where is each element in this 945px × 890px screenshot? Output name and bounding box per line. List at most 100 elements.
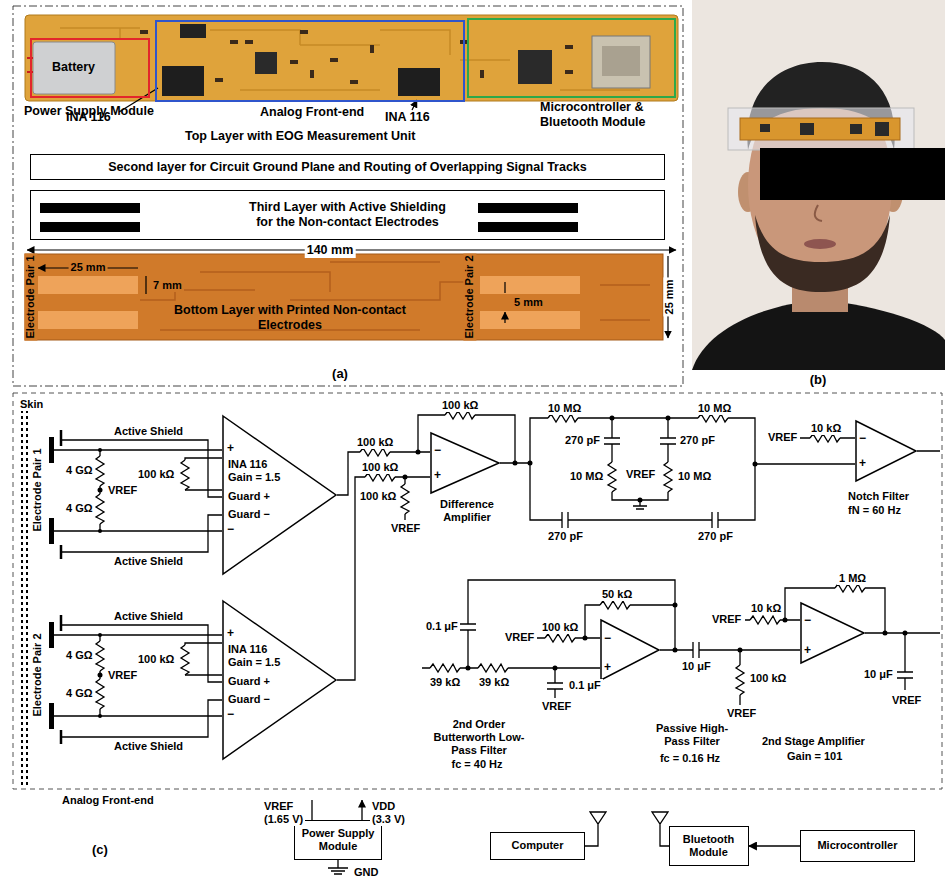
layer-text: Second layer for Circuit Ground Plane an… bbox=[108, 160, 587, 175]
resistor-value: 100 kΩ bbox=[136, 653, 176, 666]
dimension-label: 7 mm bbox=[151, 279, 184, 292]
headband-pcb bbox=[740, 118, 900, 140]
resistor-value: 4 GΩ bbox=[64, 649, 95, 662]
stage-name: Notch Filter bbox=[846, 490, 911, 503]
resistor-symbol bbox=[365, 473, 395, 481]
reference-voltage: VDD bbox=[370, 800, 397, 813]
electrode-pad bbox=[480, 276, 580, 294]
reference-voltage: VREF bbox=[503, 631, 536, 644]
stage-name: 2nd Stage Amplifier bbox=[760, 735, 867, 748]
battery-label: Battery bbox=[52, 60, 95, 75]
capacitor-value: 270 pF bbox=[696, 530, 735, 543]
nose bbox=[815, 205, 822, 221]
section-label: Analog Front-end bbox=[60, 794, 156, 807]
microcontroller-chip bbox=[518, 50, 552, 84]
process-box: Bluetooth Module bbox=[669, 826, 749, 866]
guard-pin: Guard + bbox=[228, 490, 270, 503]
wire bbox=[422, 580, 693, 698]
analog-front-end-region: Analog Front-end bbox=[155, 20, 465, 102]
process-box: Power Supply Module bbox=[294, 820, 382, 860]
smd-part bbox=[140, 30, 573, 84]
resistor-value: 1 MΩ bbox=[837, 572, 868, 585]
capacitor-value: 10 μF bbox=[862, 668, 895, 681]
resistor-symbol bbox=[545, 634, 575, 642]
reference-voltage: VREF bbox=[725, 707, 758, 720]
supply-voltage: (1.65 V) bbox=[262, 813, 305, 826]
resistor-symbol bbox=[835, 584, 865, 592]
dimension-label: 25 mm bbox=[69, 261, 108, 274]
process-box: Computer bbox=[490, 832, 585, 860]
wire bbox=[693, 588, 940, 705]
resistor-value: 10 kΩ bbox=[749, 602, 783, 615]
amplifier-symbol bbox=[431, 433, 499, 493]
layer-box: Second layer for Circuit Ground Plane an… bbox=[30, 154, 665, 180]
shield-label: Active Shield bbox=[112, 425, 185, 438]
resistor-symbol bbox=[600, 601, 630, 609]
resistor-value: 10 MΩ bbox=[546, 402, 583, 415]
resistor-symbol bbox=[478, 664, 508, 672]
resistor-value: 100 kΩ bbox=[136, 468, 176, 481]
process-box: Microcontroller bbox=[800, 830, 915, 862]
chip bbox=[162, 66, 204, 96]
amplifier-symbol bbox=[223, 601, 336, 759]
capacitor-value: 0.1 μF bbox=[424, 620, 460, 633]
shield-layer-pad bbox=[40, 222, 140, 232]
panel-letter: (c) bbox=[92, 842, 108, 858]
amplifier-outline bbox=[430, 432, 500, 494]
box-text: Microcontroller bbox=[817, 839, 897, 852]
chip bbox=[180, 24, 206, 38]
dimension-label: 25 mm bbox=[663, 278, 676, 317]
battery bbox=[33, 42, 115, 94]
reference-voltage: VREF bbox=[624, 468, 657, 481]
resistor-symbol bbox=[698, 414, 728, 422]
resistor-value: 10 MΩ bbox=[676, 470, 713, 483]
layer-label: Top Layer with EOG Measurement Unit bbox=[185, 129, 415, 144]
resistor-value: 4 GΩ bbox=[64, 502, 95, 515]
electrode-pair-circuit bbox=[49, 615, 222, 744]
input-sign: + bbox=[859, 456, 866, 470]
shield-label: Active Shield bbox=[112, 740, 185, 753]
resistor-value: 10 MΩ bbox=[696, 402, 733, 415]
part-label: INA 116 bbox=[385, 110, 430, 125]
electrode-label: Electrode Pair 2 bbox=[31, 631, 44, 718]
dimension-label: 140 mm bbox=[305, 243, 356, 258]
part-label: INA 116 bbox=[66, 110, 111, 125]
layer-label: Bottom Layer with Printed Non-contact El… bbox=[165, 303, 415, 333]
resistor-value: 100 kΩ bbox=[355, 436, 395, 449]
resistor-symbol bbox=[401, 484, 409, 514]
junction-dot bbox=[466, 603, 678, 671]
reference-voltage: VREF bbox=[262, 800, 295, 813]
resistor-value: 100 kΩ bbox=[748, 672, 788, 685]
module-label: Microcontroller & Bluetooth Module bbox=[540, 100, 660, 130]
electrode-pair-circuit bbox=[49, 430, 222, 559]
data-arrow bbox=[749, 845, 801, 846]
cutoff-frequency: fN = 60 Hz bbox=[846, 504, 903, 517]
layer-text: Third Layer with Active Shielding for th… bbox=[245, 200, 450, 230]
dimension-arrow bbox=[504, 282, 505, 323]
resistor-value: 100 kΩ bbox=[358, 490, 398, 503]
chip bbox=[398, 68, 440, 96]
layer-box: Third Layer with Active Shielding for th… bbox=[30, 190, 665, 240]
junction-dot bbox=[610, 416, 758, 503]
instrumentation-amplifier: +INA 116 Gain = 1.5Guard +Guard −− bbox=[222, 415, 337, 575]
resistor-symbol bbox=[664, 462, 672, 492]
reference-voltage: VREF bbox=[106, 484, 139, 497]
stage-name: 2nd Order Butterworth Low-Pass Filter bbox=[427, 718, 531, 758]
guard-pin: Guard + bbox=[228, 675, 270, 688]
module-label: Analog Front-end bbox=[260, 105, 364, 120]
amplifier-name: INA 116 Gain = 1.5 bbox=[228, 643, 288, 669]
gain-value: Gain = 101 bbox=[785, 750, 844, 763]
instrumentation-amplifier: +INA 116 Gain = 1.5Guard +Guard −− bbox=[222, 600, 337, 760]
shield-layer-pad bbox=[478, 222, 578, 232]
pcb-top bbox=[25, 15, 678, 101]
amplifier-symbol bbox=[601, 620, 659, 680]
input-sign: + bbox=[227, 441, 234, 455]
wire bbox=[337, 415, 530, 680]
shield-label: Active Shield bbox=[112, 610, 185, 623]
input-sign: − bbox=[604, 631, 611, 645]
reference-voltage: VREF bbox=[106, 669, 139, 682]
amplifier-symbol bbox=[856, 421, 916, 481]
reference-voltage: VREF bbox=[389, 522, 422, 535]
resistor-symbol bbox=[445, 411, 475, 419]
guard-pin: Guard − bbox=[228, 508, 270, 521]
